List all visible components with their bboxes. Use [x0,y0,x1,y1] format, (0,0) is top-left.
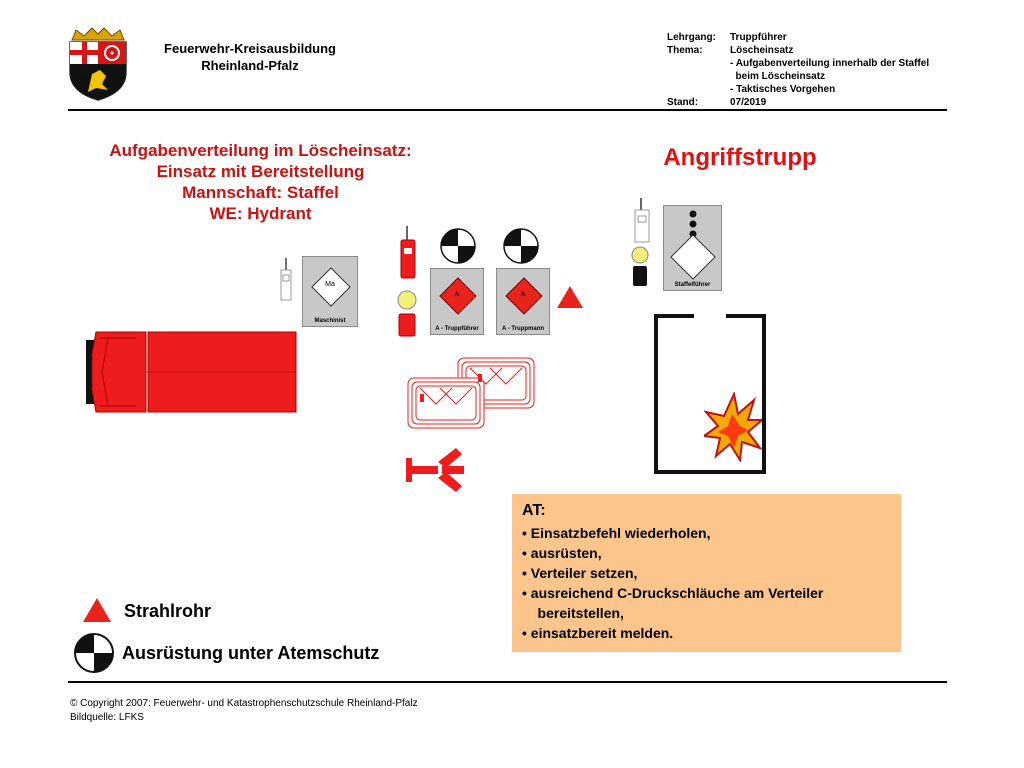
org-line-1: Feuerwehr-Kreisausbildung [164,41,336,56]
info-value: beim Löscheinsatz [730,71,826,82]
fire-icon [704,392,762,462]
card-maschinist: Ma Maschinist [302,256,358,327]
coat-of-arms-icon [69,27,127,101]
card-staffelfuehrer: Staffelführer [663,205,722,291]
title-line-2: Einsatz mit Bereitstellung [156,162,365,181]
legend-strahlrohr-label: Strahlrohr [124,601,212,621]
org-line-2: Rheinland-Pfalz [201,58,299,73]
fire-engine-icon [86,331,297,413]
role-title: Angriffstrupp [663,144,817,171]
card-truppfuehrer: A A - Truppführer [430,268,484,335]
title-line-4: WE: Hydrant [209,204,312,223]
image-source: Bildquelle: LFKS [70,712,144,723]
diamond-icon [505,277,543,315]
footer: © Copyright 2007: Feuerwehr- und Katastr… [70,697,418,725]
distributor-icon [406,448,464,492]
diamond-icon [439,277,477,315]
building-icon [654,314,766,474]
info-value: Truppführer [730,32,787,43]
card-code: Ma [325,281,335,288]
info-key: Stand: [667,97,699,108]
footer-divider [68,681,947,683]
breathing-apparatus-icon [631,246,649,286]
header-divider [68,109,947,111]
task-item: • Einsatzbefehl wiederholen, [522,525,711,541]
info-value: 07/2019 [730,97,767,108]
organization-name: Feuerwehr-Kreisausbildung Rheinland-Pfal… [140,40,360,74]
legend-atemschutz-icon [74,633,114,673]
title-line-1: Aufgabenverteilung im Löscheinsatz: [109,141,412,160]
legend-atemschutz-label: Ausrüstung unter Atemschutz [122,643,380,663]
breathing-apparatus-icon [397,290,417,337]
diamond-icon [670,234,716,280]
card-code: A [454,291,460,298]
info-key [667,57,730,70]
task-box: AT: • Einsatzbefehl wiederholen, • ausrü… [512,494,901,652]
card-label: Maschinist [314,318,346,324]
radio-icon [634,198,650,243]
task-item: • ausreichend C-Druckschläuche am Vertei… [522,585,824,601]
hose-rolls-icon [407,357,535,429]
task-item: • Verteiler setzen, [522,565,638,581]
copyright: © Copyright 2007: Feuerwehr- und Katastr… [70,698,418,709]
diamond-icon [311,267,351,307]
task-item: • ausrüsten, [522,545,602,561]
radio-icon [400,226,416,279]
card-code: A [520,291,526,298]
legend-strahlrohr-icon [83,598,111,622]
strahlrohr-icon [557,286,583,308]
task-item: • einsatzbereit melden. [522,625,674,641]
rank-dots-icon [689,210,697,238]
info-key [667,83,730,96]
atemschutz-icon [440,228,476,264]
card-truppmann: A A - Truppmann [496,268,550,335]
info-value: Löscheinsatz [730,45,794,56]
info-value: - Aufgabenverteilung innerhalb der Staff… [730,58,930,69]
info-key: Lehrgang: [667,32,716,43]
task-item: bereitstellen, [522,605,624,621]
task-box-title: AT: [522,502,546,519]
card-label: A - Truppführer [435,326,479,332]
slide-title: Aufgabenverteilung im Löscheinsatz: Eins… [78,140,443,224]
radio-icon [280,258,292,301]
atemschutz-icon [503,228,539,264]
course-info: Lehrgang:Truppführer Thema:Löscheinsatz … [667,31,929,109]
info-key: Thema: [667,45,703,56]
info-value: - Taktisches Vorgehen [730,84,836,95]
card-label: A - Truppmann [501,326,545,332]
title-line-3: Mannschaft: Staffel [182,183,339,202]
card-label: Staffelführer [674,282,711,288]
info-key [667,70,730,83]
